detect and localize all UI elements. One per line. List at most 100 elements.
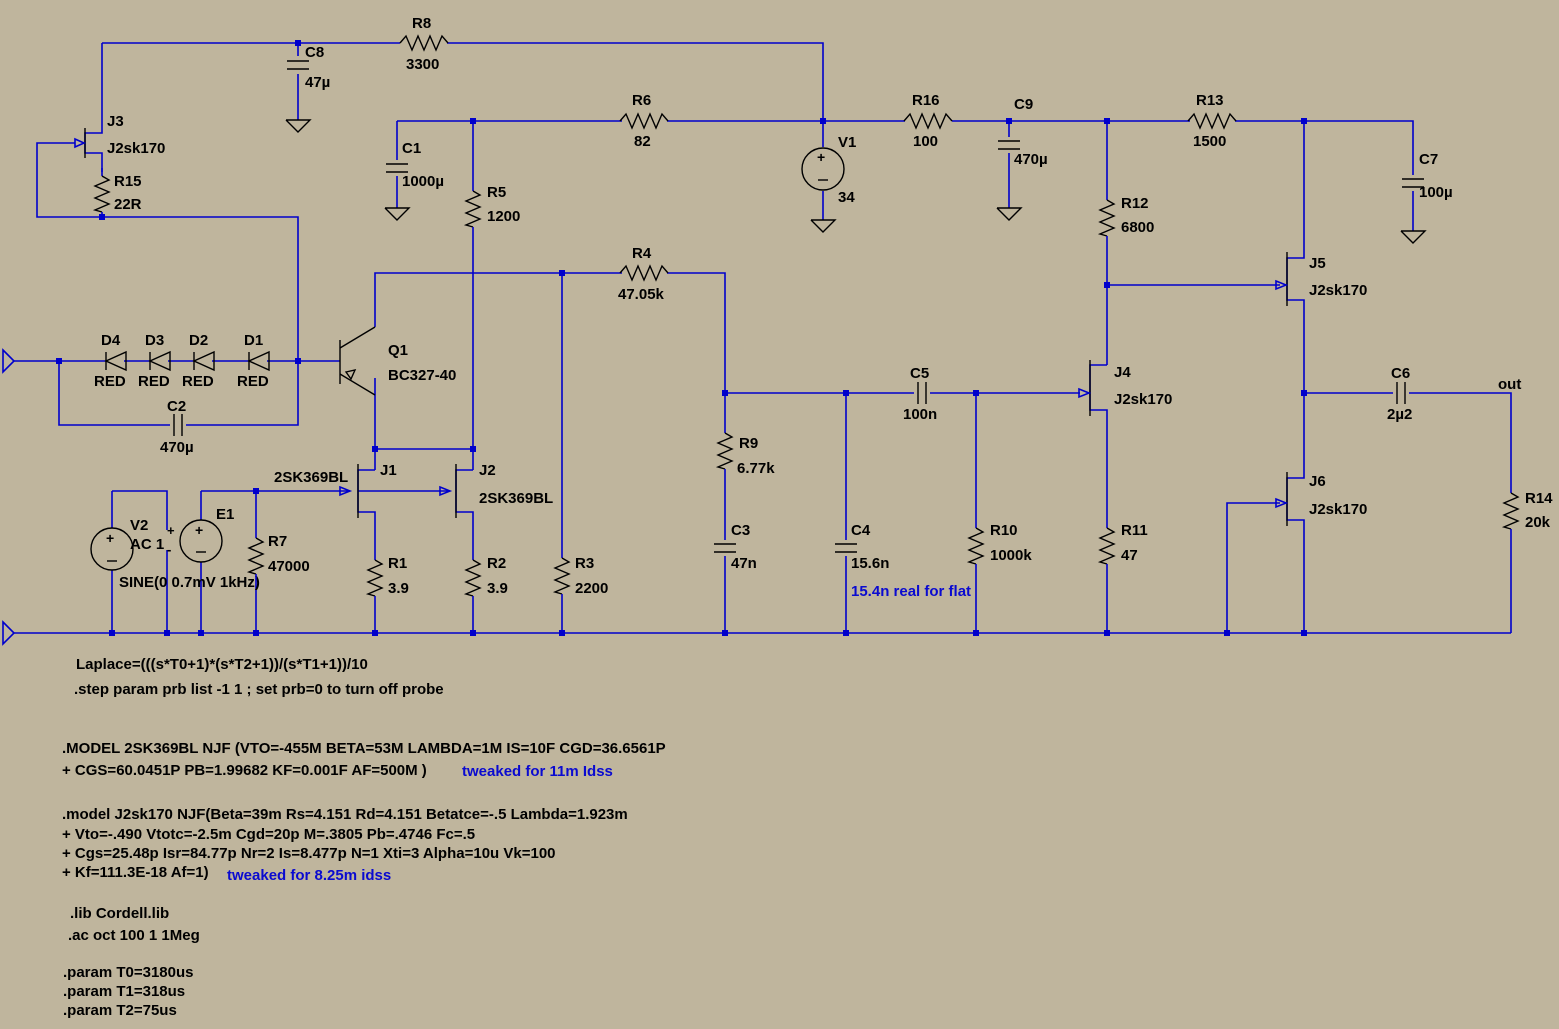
svg-text:1000k: 1000k (990, 547, 1032, 564)
svg-text:SINE(0 0.7mV 1kHz): SINE(0 0.7mV 1kHz) (119, 574, 260, 591)
svg-text:C7: C7 (1419, 151, 1438, 168)
svg-text:D1: D1 (244, 332, 263, 349)
svg-text:15.4n real for flat: 15.4n real for flat (851, 583, 971, 600)
svg-text:J4: J4 (1114, 364, 1131, 381)
capacitor-c4[interactable]: C4 15.6n 15.4n real for flat (834, 522, 971, 600)
step-directive: .step param prb list -1 1 ; set prb=0 to… (74, 681, 444, 698)
capacitor-c5[interactable]: C5 100n (903, 365, 937, 423)
resistor-r5[interactable]: R5 1200 (465, 182, 520, 236)
model-j2sk170-note: tweaked for 8.25m idss (227, 867, 391, 884)
svg-text:J2sk170: J2sk170 (1114, 391, 1172, 408)
svg-text:J2: J2 (479, 462, 496, 479)
resistor-r13[interactable]: R13 1500 (1187, 92, 1237, 150)
svg-text:3.9: 3.9 (487, 580, 508, 597)
svg-text:15.6n: 15.6n (851, 555, 889, 572)
capacitor-c8[interactable]: C8 47µ (285, 44, 330, 133)
resistor-r11[interactable]: R11 47 (1099, 519, 1148, 573)
diode-d1[interactable]: D1 RED (237, 332, 270, 390)
svg-text:R1: R1 (388, 555, 407, 572)
resistor-r15[interactable]: R15 22R (94, 167, 142, 221)
svg-text:22R: 22R (114, 196, 142, 213)
svg-text:C4: C4 (851, 522, 871, 539)
svg-text:J2sk170: J2sk170 (1309, 282, 1367, 299)
svg-text:+: + (167, 523, 175, 538)
svg-text:R6: R6 (632, 92, 651, 109)
voltage-source-e1[interactable]: + + - E1 (167, 506, 234, 563)
voltage-source-v1[interactable]: + V1 34 (801, 134, 856, 233)
jfet-j3[interactable]: J3 J2sk170 (74, 113, 165, 158)
svg-text:100n: 100n (903, 406, 937, 423)
svg-text:+: + (817, 149, 825, 165)
svg-text:R2: R2 (487, 555, 506, 572)
laplace-expression: Laplace=(((s*T0+1)*(s*T2+1))/(s*T1+1))/1… (76, 656, 368, 673)
capacitor-c7[interactable]: C7 100µ (1400, 151, 1453, 244)
jfet-j1[interactable]: J1 2SK369BL (274, 462, 397, 518)
capacitor-c6[interactable]: C6 2µ2 (1387, 365, 1412, 423)
resistor-r16[interactable]: R16 100 (903, 92, 953, 150)
capacitor-c9[interactable]: C9 470µ (996, 96, 1048, 221)
svg-text:C5: C5 (910, 365, 929, 382)
capacitor-c3[interactable]: C3 47n (713, 522, 757, 572)
capacitor-c2[interactable]: C2 470µ (160, 398, 194, 456)
param-t0: .param T0=3180us (63, 964, 194, 981)
svg-text:6.77k: 6.77k (737, 460, 775, 477)
resistor-r1[interactable]: R1 3.9 (367, 551, 409, 605)
jfet-j6[interactable]: J6 J2sk170 (1275, 472, 1367, 526)
diode-d4[interactable]: D4 RED (94, 332, 127, 390)
svg-text:47.05k: 47.05k (618, 286, 665, 303)
resistor-r9[interactable]: R9 6.77k (717, 424, 775, 478)
resistor-r3[interactable]: R3 2200 (554, 549, 608, 603)
svg-text:R7: R7 (268, 533, 287, 550)
ground-flags (2, 348, 16, 646)
resistor-r4[interactable]: R4 47.05k (618, 245, 669, 303)
svg-text:J6: J6 (1309, 473, 1326, 490)
svg-text:C9: C9 (1014, 96, 1033, 113)
svg-text:V1: V1 (838, 134, 856, 151)
resistor-r14[interactable]: R14 20k (1503, 484, 1553, 538)
jfet-j5[interactable]: J5 J2sk170 (1275, 252, 1367, 306)
lib-directive: .lib Cordell.lib (70, 905, 169, 922)
svg-text:J3: J3 (107, 113, 124, 130)
svg-text:RED: RED (94, 373, 126, 390)
param-t2: .param T2=75us (63, 1002, 177, 1019)
resistor-r6[interactable]: R6 82 (619, 92, 669, 150)
svg-text:47µ: 47µ (305, 74, 330, 91)
svg-text:R9: R9 (739, 435, 758, 452)
svg-text:1000µ: 1000µ (402, 173, 444, 190)
model-j2sk170-line3: + Cgs=25.48p Isr=84.77p Nr=2 Is=8.477p N… (62, 845, 556, 862)
model-j2sk170-line1: .model J2sk170 NJF(Beta=39m Rs=4.151 Rd=… (62, 806, 628, 823)
diode-d3[interactable]: D3 RED (138, 332, 171, 390)
svg-text:D2: D2 (189, 332, 208, 349)
svg-text:D3: D3 (145, 332, 164, 349)
resistor-r2[interactable]: R2 3.9 (465, 551, 508, 605)
svg-text:R14: R14 (1525, 490, 1553, 507)
svg-text:R5: R5 (487, 184, 506, 201)
resistor-r10[interactable]: R10 1000k (968, 519, 1032, 573)
voltage-source-v2[interactable]: + V2 AC 1 SINE(0 0.7mV 1kHz) (90, 517, 260, 591)
jfet-j4[interactable]: J4 J2sk170 (1078, 360, 1172, 416)
diode-d2[interactable]: D2 RED (182, 332, 215, 390)
model-2sk369bl-line1: .MODEL 2SK369BL NJF (VTO=-455M BETA=53M … (62, 740, 666, 757)
svg-text:Q1: Q1 (388, 342, 408, 359)
jfet-j2[interactable]: J2 2SK369BL (439, 462, 553, 518)
resistor-r8[interactable]: R8 3300 (399, 15, 449, 73)
svg-text:34: 34 (838, 189, 855, 206)
svg-text:1500: 1500 (1193, 133, 1226, 150)
svg-text:R16: R16 (912, 92, 940, 109)
svg-text:100: 100 (913, 133, 938, 150)
ac-directive: .ac oct 100 1 1Meg (68, 927, 200, 944)
svg-text:R13: R13 (1196, 92, 1224, 109)
svg-text:BC327-40: BC327-40 (388, 367, 456, 384)
model-j2sk170-line4: + Kf=111.3E-18 Af=1) (62, 864, 209, 881)
svg-text:RED: RED (138, 373, 170, 390)
capacitor-c1[interactable]: C1 1000µ (384, 140, 444, 221)
svg-text:2µ2: 2µ2 (1387, 406, 1412, 423)
svg-text:J5: J5 (1309, 255, 1326, 272)
svg-text:R10: R10 (990, 522, 1018, 539)
resistor-r7[interactable]: R7 47000 (248, 529, 310, 583)
resistor-r12[interactable]: R12 6800 (1099, 191, 1154, 245)
transistor-q1[interactable]: Q1 BC327-40 (339, 326, 456, 396)
svg-text:47n: 47n (731, 555, 757, 572)
svg-text:100µ: 100µ (1419, 184, 1453, 201)
